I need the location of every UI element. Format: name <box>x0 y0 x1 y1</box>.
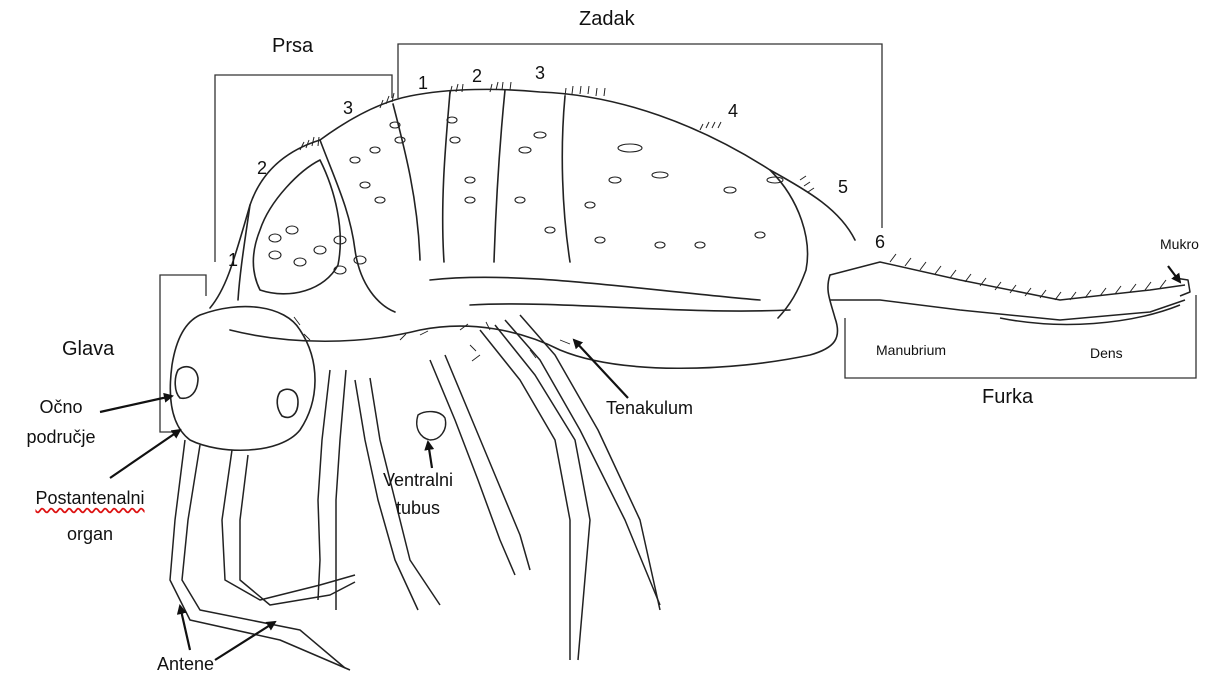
label-ventralni-tubus: Ventralni tubus <box>370 466 466 522</box>
label-postantenalni-line2: organ <box>10 516 170 552</box>
label-ventralni-line2: tubus <box>370 494 466 522</box>
region-label-zadak: Zadak <box>579 8 635 31</box>
abdomen-segment-5: 5 <box>838 177 848 198</box>
arrow-ocno <box>100 396 172 412</box>
arrow-antene-1 <box>180 606 190 650</box>
pointer-arrows <box>100 266 1180 660</box>
label-postantenalni-line1: Postantenalni <box>10 480 170 516</box>
antennae <box>170 440 355 670</box>
eye-patch-right <box>277 389 298 417</box>
eye-patch-left <box>175 367 198 399</box>
region-label-furka: Furka <box>982 386 1033 409</box>
label-dens: Dens <box>1090 345 1123 361</box>
furca <box>830 262 1190 324</box>
body-setae <box>294 317 570 361</box>
body-outline <box>210 89 855 368</box>
label-tenakulum: Tenakulum <box>606 398 693 419</box>
abdomen-segment-3: 3 <box>535 63 545 84</box>
label-ocno-line2: područje <box>20 422 102 452</box>
thorax-segment-1: 1 <box>228 250 238 271</box>
dorsal-spots <box>269 117 783 274</box>
region-label-prsa: Prsa <box>272 35 313 58</box>
abdomen-segment-4: 4 <box>728 101 738 122</box>
label-ventralni-line1: Ventralni <box>370 466 466 494</box>
zadak-bracket <box>398 44 882 228</box>
abdomen-segment-2: 2 <box>472 66 482 87</box>
arrow-postantenalni <box>110 430 180 478</box>
thorax-segment-2: 2 <box>257 158 267 179</box>
label-manubrium: Manubrium <box>876 342 946 358</box>
label-antene: Antene <box>157 654 214 675</box>
region-label-glava: Glava <box>62 338 114 361</box>
label-ocno-podrucje: Očno područje <box>20 392 102 452</box>
glava-bracket <box>160 275 206 432</box>
label-mukro: Mukro <box>1160 236 1199 252</box>
ventral-tube <box>417 412 446 440</box>
bristle-tufts <box>300 82 814 192</box>
furka-bracket <box>845 295 1196 378</box>
thorax-segment-3: 3 <box>343 98 353 119</box>
abdomen-segment-6: 6 <box>875 232 885 253</box>
label-postantenalni-organ: Postantenalni organ <box>10 480 170 552</box>
abdomen-segment-1: 1 <box>418 73 428 94</box>
arrow-ventralni <box>428 442 432 468</box>
label-ocno-line1: Očno <box>20 392 102 422</box>
arrow-tenakulum <box>574 340 628 398</box>
arrow-mukro <box>1168 266 1180 282</box>
head <box>170 307 315 451</box>
